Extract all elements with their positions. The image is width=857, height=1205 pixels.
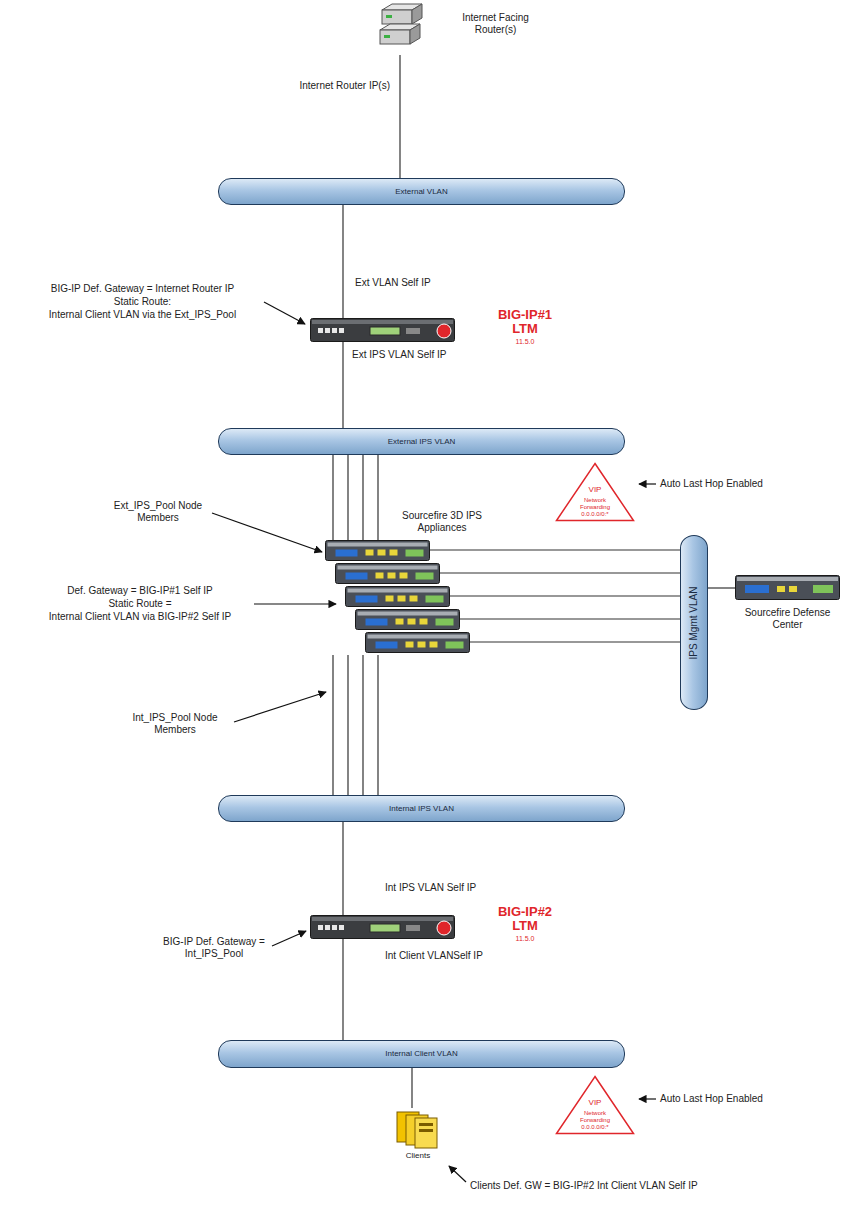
leader-arrow (264, 302, 305, 324)
bigip-device: BIG-IP#2 LTM11.5.0 (310, 915, 455, 939)
node-label: Clients (383, 1151, 453, 1161)
leader-arrow (639, 483, 656, 484)
node-label: Internet Facing Router(s) (448, 12, 543, 36)
node-label: Sourcefire 3D IPS Appliances (397, 510, 487, 534)
leader-arrow (639, 1098, 656, 1099)
annotation-label: Internal Client VLAN via the Ext_IPS_Poo… (25, 309, 260, 321)
annotation-label: Int Client VLANSelf IP (385, 950, 483, 962)
leader-arrow (254, 603, 336, 604)
annotation-label: Static Route: (25, 296, 260, 308)
network-link (430, 550, 680, 642)
node-label: VIP (555, 485, 635, 495)
node-label: External IPS VLAN (388, 437, 456, 447)
node-label: Sourcefire Defense Center (740, 607, 835, 631)
leader-arrow (449, 1166, 466, 1182)
vip-triangle: VIP Network Forwarding 0.0.0.0/0:* (555, 1075, 635, 1135)
annotation-label: Auto Last Hop Enabled (660, 478, 763, 490)
bigip-device: BIG-IP#1 LTM11.5.0 (310, 318, 455, 342)
leader-arrow (272, 931, 306, 946)
network-link (342, 342, 343, 428)
network-link (333, 655, 378, 795)
vip-triangle: VIP Network Forwarding 0.0.0.0/0:* (555, 462, 635, 522)
node-sublabel: 11.5.0 (485, 935, 565, 943)
annotation-label: Clients Def. GW = BIG-IP#2 Int Client VL… (470, 1180, 698, 1192)
node-label: IPS Mgmt VLAN (688, 586, 700, 659)
network-link (342, 822, 343, 915)
defense-center: Sourcefire Defense Center (735, 575, 840, 600)
clients-icon: Clients (393, 1108, 443, 1150)
node-label: External VLAN (395, 187, 447, 197)
leader-arrow (234, 692, 326, 722)
annotation-label: Ext VLAN Self IP (355, 277, 431, 289)
mgmt-vlan-band: IPS Mgmt VLAN (680, 535, 708, 710)
annotation-label: Static Route = (30, 598, 250, 610)
network-link (708, 587, 735, 588)
annotation-label: Def. Gateway = BIG-IP#1 Self IP (30, 585, 250, 597)
annotation-label: Int IPS VLAN Self IP (385, 882, 476, 894)
node-label: Internal IPS VLAN (389, 804, 454, 814)
annotation-label: BIG-IP Def. Gateway = Internet Router IP (25, 283, 260, 295)
router-icon: Internet Facing Router(s) (378, 2, 425, 55)
annotation-label: BIG-IP Def. Gateway = Int_IPS_Pool (158, 936, 270, 960)
network-link (342, 939, 343, 1040)
annotation-label: Ext_IPS_Pool Node Members (108, 500, 208, 524)
network-link (333, 455, 378, 540)
annotation-label: Int_IPS_Pool Node Members (120, 712, 230, 736)
annotation-label: Internet Router IP(s) (255, 80, 390, 92)
node-sublabel: 11.5.0 (485, 338, 565, 346)
ips-appliances: Sourcefire 3D IPS Appliances (325, 540, 470, 655)
node-sublabel: Network Forwarding 0.0.0.0/0:* (571, 1110, 619, 1131)
vlan-band: Internal IPS VLAN (218, 795, 625, 822)
node-label: BIG-IP#2 LTM (485, 905, 565, 933)
annotation-label: Ext IPS VLAN Self IP (352, 349, 446, 361)
vlan-band: Internal Client VLAN (218, 1040, 625, 1068)
network-link (342, 205, 343, 318)
leader-arrow (212, 513, 322, 552)
vlan-band: External VLAN (218, 178, 625, 205)
annotation-label: Internal Client VLAN via BIG-IP#2 Self I… (30, 611, 250, 623)
node-sublabel: Network Forwarding 0.0.0.0/0:* (571, 497, 619, 518)
node-label: BIG-IP#1 LTM (485, 308, 565, 336)
node-label: VIP (555, 1098, 635, 1108)
annotation-label: Auto Last Hop Enabled (660, 1093, 763, 1105)
network-link (411, 1068, 412, 1108)
network-link (399, 55, 400, 178)
node-label: Internal Client VLAN (385, 1049, 457, 1059)
vlan-band: External IPS VLAN (218, 428, 625, 455)
